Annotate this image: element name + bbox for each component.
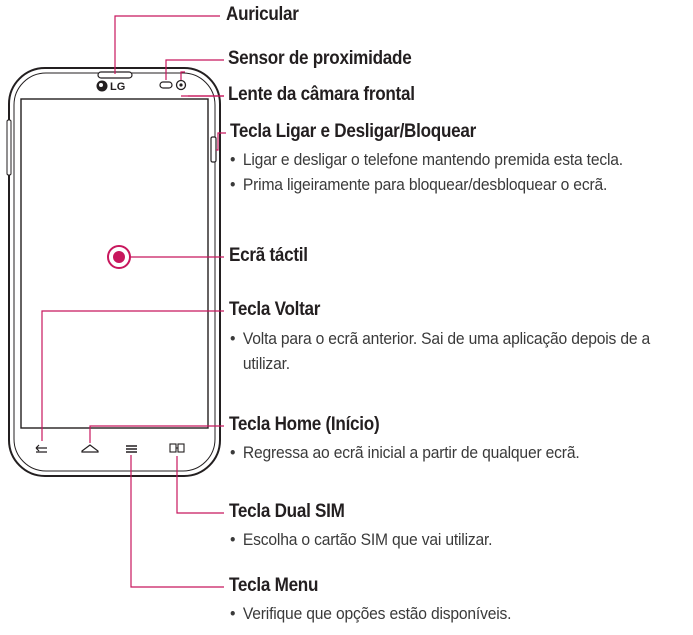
front-camera-icon — [175, 79, 187, 91]
callout-lines — [41, 15, 226, 588]
label-touch: Ecrã táctil — [229, 245, 308, 266]
menu-key-icon — [126, 445, 137, 453]
label-camera: Lente da câmara frontal — [228, 84, 415, 105]
label-dualsim: Tecla Dual SIM — [229, 501, 345, 522]
label-sensor: Sensor de proximidade — [228, 48, 412, 69]
label-auricular: Auricular — [226, 4, 299, 25]
back-key-icon — [35, 444, 47, 453]
label-home: Tecla Home (Início) — [229, 414, 380, 435]
line-dualsim — [176, 456, 224, 514]
brand-logo-text: LG — [110, 81, 125, 93]
line-menu — [130, 455, 224, 588]
phone: LG — [6, 67, 221, 477]
line-auricular — [114, 15, 220, 74]
dual-sim-key-icon — [169, 443, 185, 453]
touch-target-icon — [107, 245, 131, 269]
line-power — [216, 132, 226, 151]
label-menu: Tecla Menu — [229, 575, 319, 596]
desc-home: •Regressa ao ecrã inicial a partir de qu… — [230, 443, 580, 462]
label-power: Tecla Ligar e Desligar/Bloquear — [230, 121, 477, 142]
desc-power-2: •Prima ligeiramente para bloquear/desblo… — [230, 175, 608, 194]
desc-menu: •Verifique que opções estão disponíveis. — [230, 604, 512, 623]
desc-power: •Ligar e desligar o telefone mantendo pr… — [230, 147, 662, 197]
line-home — [89, 425, 224, 443]
desc-power-1: •Ligar e desligar o telefone mantendo pr… — [230, 150, 623, 169]
side-key — [6, 119, 12, 176]
proximity-sensor — [159, 81, 173, 89]
label-back: Tecla Voltar — [229, 299, 321, 320]
line-back — [41, 310, 224, 441]
desc-dualsim: •Escolha o cartão SIM que vai utilizar. — [230, 530, 493, 549]
home-key-icon — [81, 444, 99, 453]
lg-logo: LG — [96, 80, 125, 93]
line-sensor — [165, 59, 224, 80]
power-key — [210, 136, 217, 163]
desc-back: •Volta para o ecrã anterior. Sai de uma … — [230, 329, 651, 373]
